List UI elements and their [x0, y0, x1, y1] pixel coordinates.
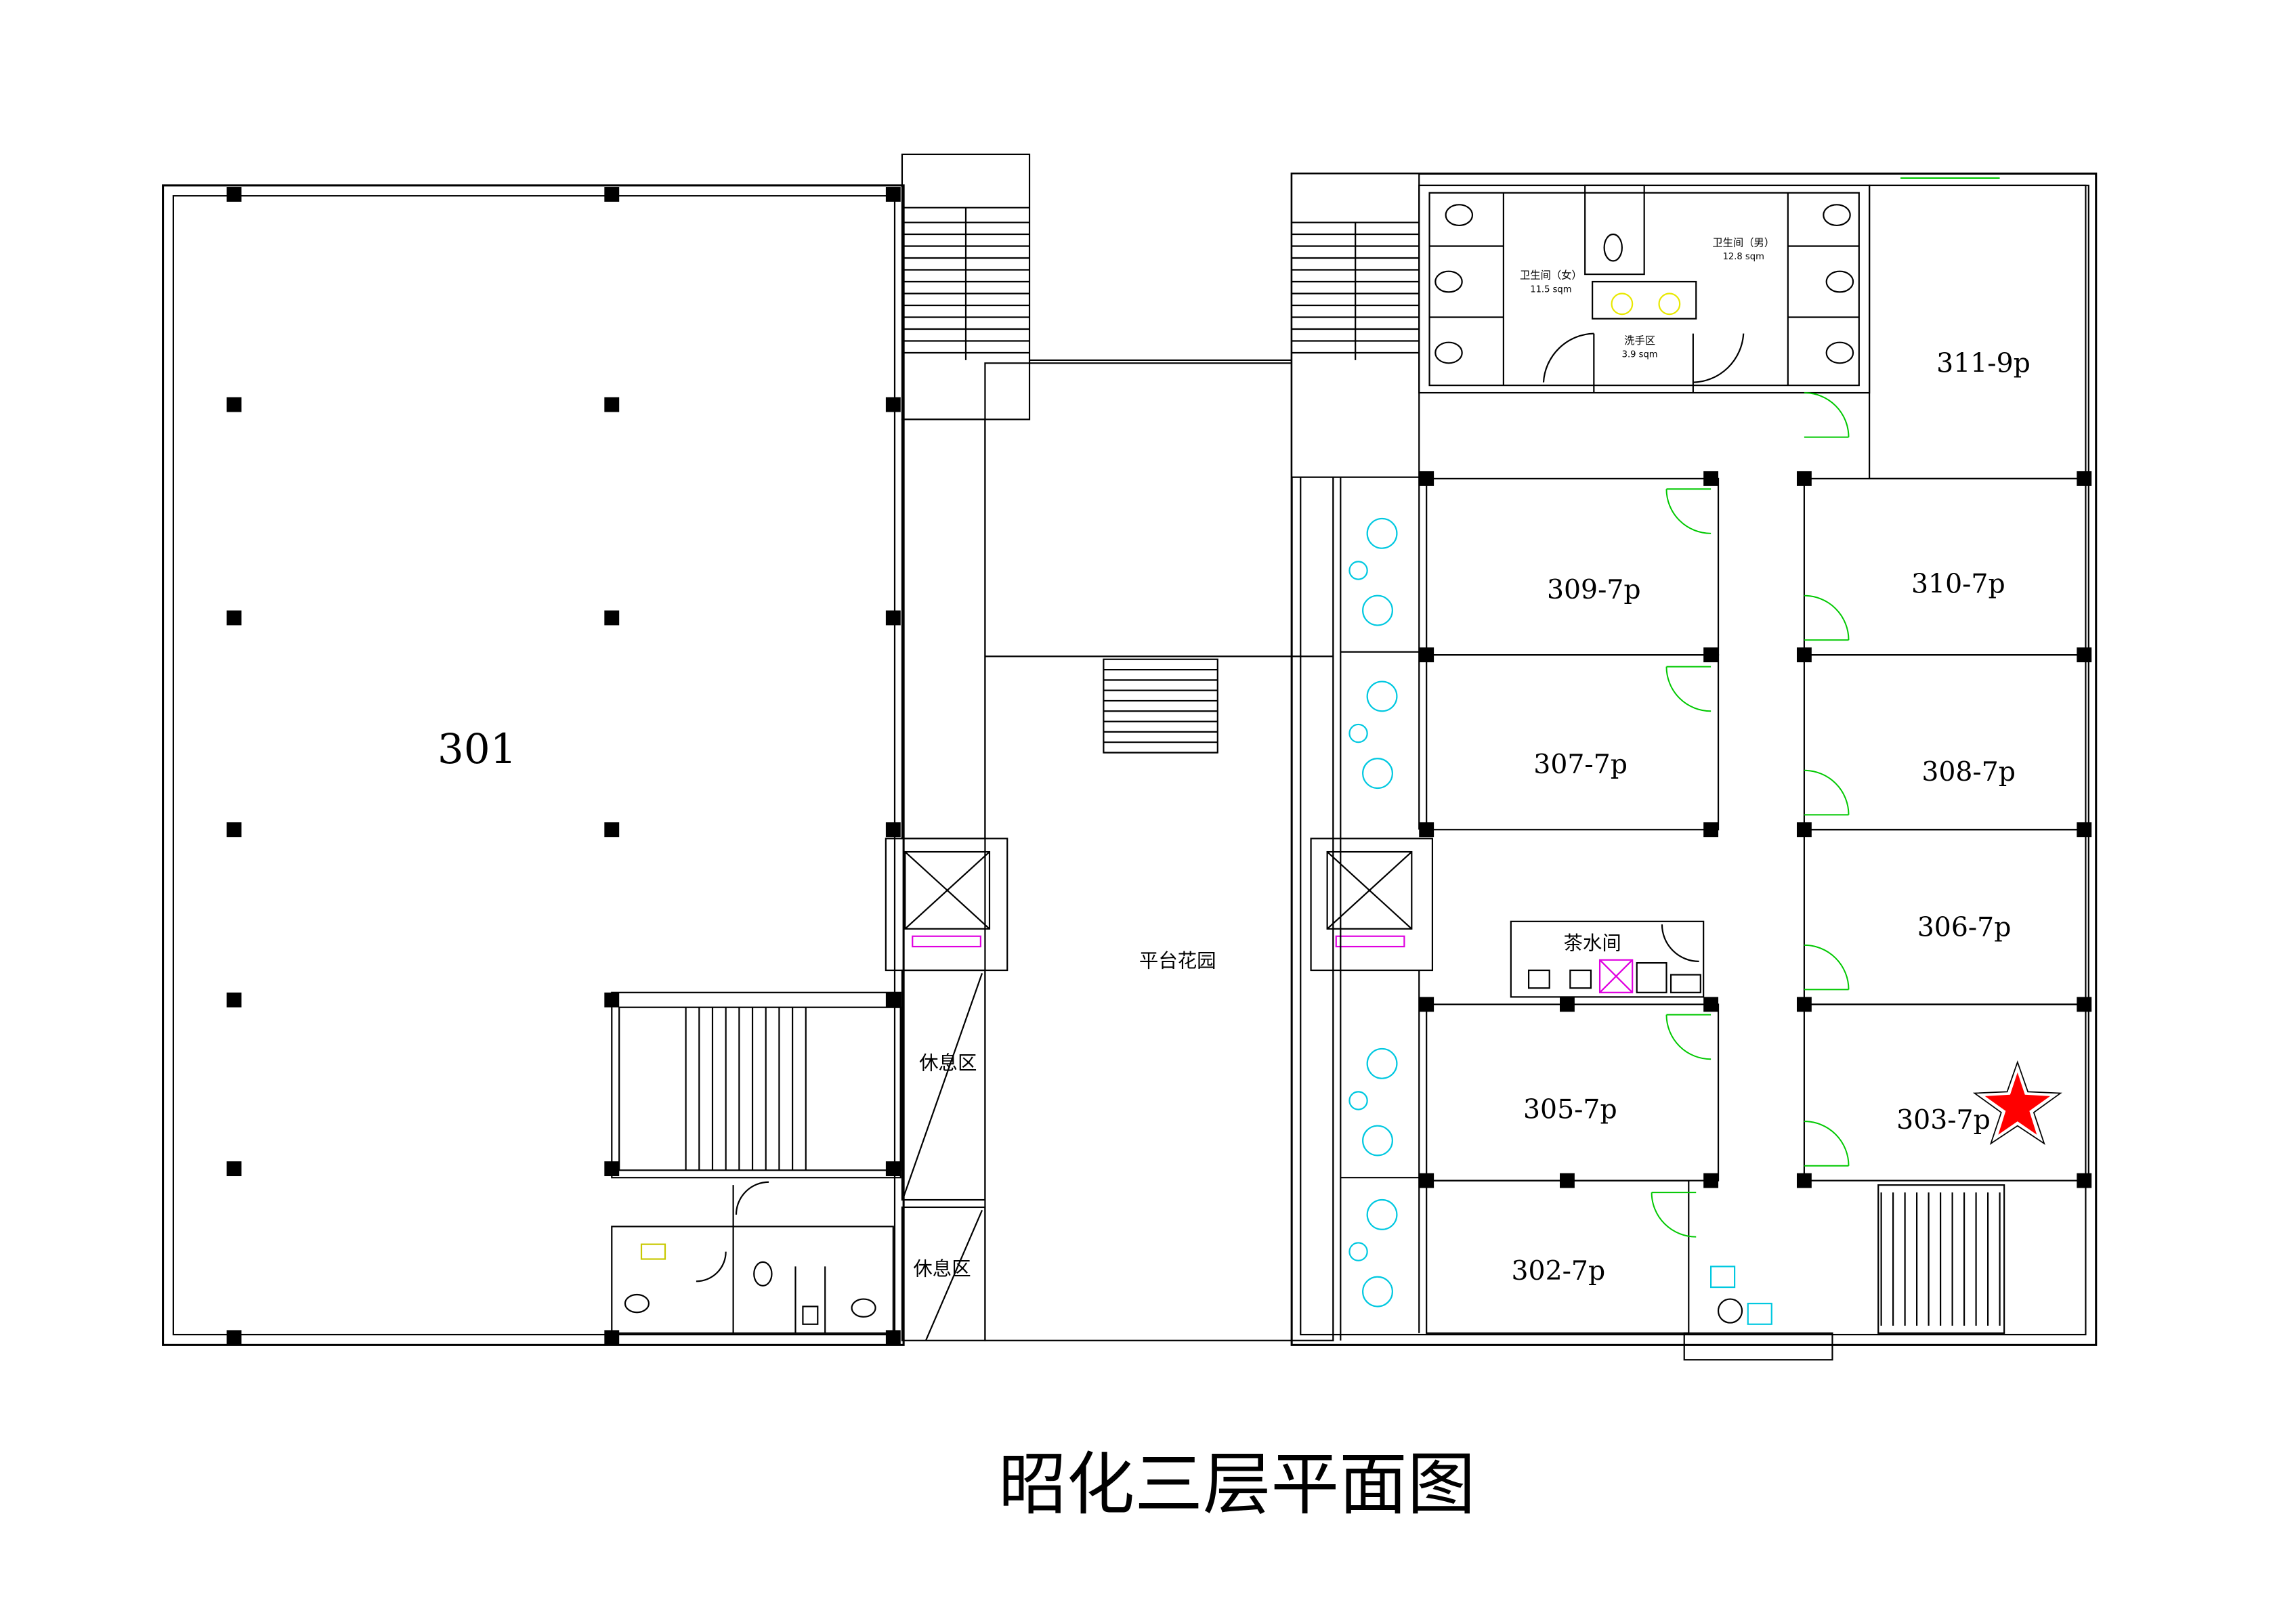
door-swing: [1665, 1014, 1712, 1060]
column: [226, 397, 242, 412]
door-swing: [1804, 944, 1850, 991]
column: [1796, 997, 1812, 1012]
column: [226, 992, 242, 1008]
doors: [1651, 392, 1850, 1238]
column: [1796, 471, 1812, 486]
column: [1419, 822, 1434, 838]
elevator-left: [885, 838, 1008, 972]
column: [2077, 647, 2092, 663]
restroom-male-label: 卫生间（男）: [1712, 237, 1774, 249]
tea-room: 茶水间: [1510, 920, 1705, 998]
column: [2077, 1173, 2092, 1188]
column: [885, 610, 901, 626]
room-305-label: 305-7p: [1523, 1094, 1617, 1125]
chair-icon: [1366, 1198, 1398, 1230]
column: [1796, 1173, 1812, 1188]
column: [1703, 471, 1719, 486]
column: [1560, 1173, 1575, 1188]
door-swing: [1665, 488, 1712, 534]
door-swing: [1651, 1192, 1697, 1238]
room-302-label: 302-7p: [1511, 1255, 1605, 1287]
column: [226, 187, 242, 202]
chair-icon: [1366, 1047, 1398, 1079]
door-swing: [1804, 769, 1850, 816]
left-building: 301: [162, 184, 905, 1346]
room-303-label: 303-7p: [1896, 1104, 1991, 1136]
restroom-male-area: 12.8 sqm: [1723, 252, 1764, 262]
column: [1796, 822, 1812, 838]
door-swing: [1804, 1121, 1850, 1167]
column: [226, 610, 242, 626]
garden-area: 平台花园: [901, 359, 1334, 1341]
column: [2077, 471, 2092, 486]
column: [1703, 997, 1719, 1012]
elevator-right: [1310, 838, 1434, 972]
column: [226, 822, 242, 838]
column: [1419, 1173, 1434, 1188]
column: [604, 822, 620, 838]
column: [885, 187, 901, 202]
plant-icon: [1348, 1091, 1368, 1110]
column: [1703, 647, 1719, 663]
star-icon: [1972, 1060, 2062, 1146]
column: [885, 992, 901, 1008]
rest-area: 休息区 休息区: [901, 969, 986, 1341]
washroom-label: 洗手区: [1624, 334, 1655, 347]
room-307-label: 307-7p: [1533, 749, 1628, 780]
plant-icon: [1348, 723, 1368, 743]
plant-icon: [1348, 1242, 1368, 1261]
column: [1419, 997, 1434, 1012]
chair-icon: [1362, 1125, 1393, 1156]
column: [1419, 471, 1434, 486]
door-swing: [1804, 594, 1850, 641]
room-311-label: 311-9p: [1936, 347, 2031, 379]
garden-label: 平台花园: [1139, 950, 1216, 972]
columns: [226, 187, 901, 1345]
column: [604, 397, 620, 412]
column: [2077, 822, 2092, 838]
rest-area-label: 休息区: [913, 1258, 971, 1280]
column: [885, 1161, 901, 1177]
tea-room-label: 茶水间: [1563, 932, 1621, 954]
column: [226, 1161, 242, 1177]
column: [885, 822, 901, 838]
chair-icon: [1366, 517, 1398, 549]
column: [604, 610, 620, 626]
column: [2077, 997, 2092, 1012]
room-309-label: 309-7p: [1547, 574, 1641, 605]
door-swing: [1665, 666, 1712, 712]
chair-icon: [1362, 594, 1393, 626]
column: [1703, 822, 1719, 838]
door-swing: [1804, 392, 1850, 438]
room-310-label: 310-7p: [1911, 568, 2005, 599]
rest-area-label: 休息区: [919, 1052, 977, 1075]
column: [604, 187, 620, 202]
restroom-block: 卫生间（女） 11.5 sqm 卫生间（男） 12.8 sqm 洗手区 3.9 …: [1418, 184, 1871, 394]
chair-icon: [1362, 1276, 1393, 1307]
stair: [685, 1007, 807, 1171]
column: [1419, 647, 1434, 663]
room-306-label: 306-7p: [1917, 912, 2012, 943]
column: [1703, 1173, 1719, 1188]
restroom-female-area: 11.5 sqm: [1530, 284, 1571, 295]
column: [885, 397, 901, 412]
restroom-female-label: 卫生间（女）: [1520, 269, 1582, 282]
room-308-label: 308-7p: [1921, 756, 2016, 787]
stairwell-left: [901, 153, 1031, 420]
column: [226, 1330, 242, 1345]
plant-icon: [1348, 561, 1368, 580]
lounge-chairs: [1348, 517, 1398, 1307]
room-301-label: 301: [438, 725, 517, 773]
chair-icon: [1366, 680, 1398, 712]
column: [1796, 647, 1812, 663]
column: [1560, 997, 1575, 1012]
washroom-area: 3.9 sqm: [1622, 350, 1658, 360]
columns: [1419, 471, 2092, 1188]
page-title: 昭化三层平面图: [998, 1445, 1475, 1524]
chair-icon: [1362, 758, 1393, 790]
